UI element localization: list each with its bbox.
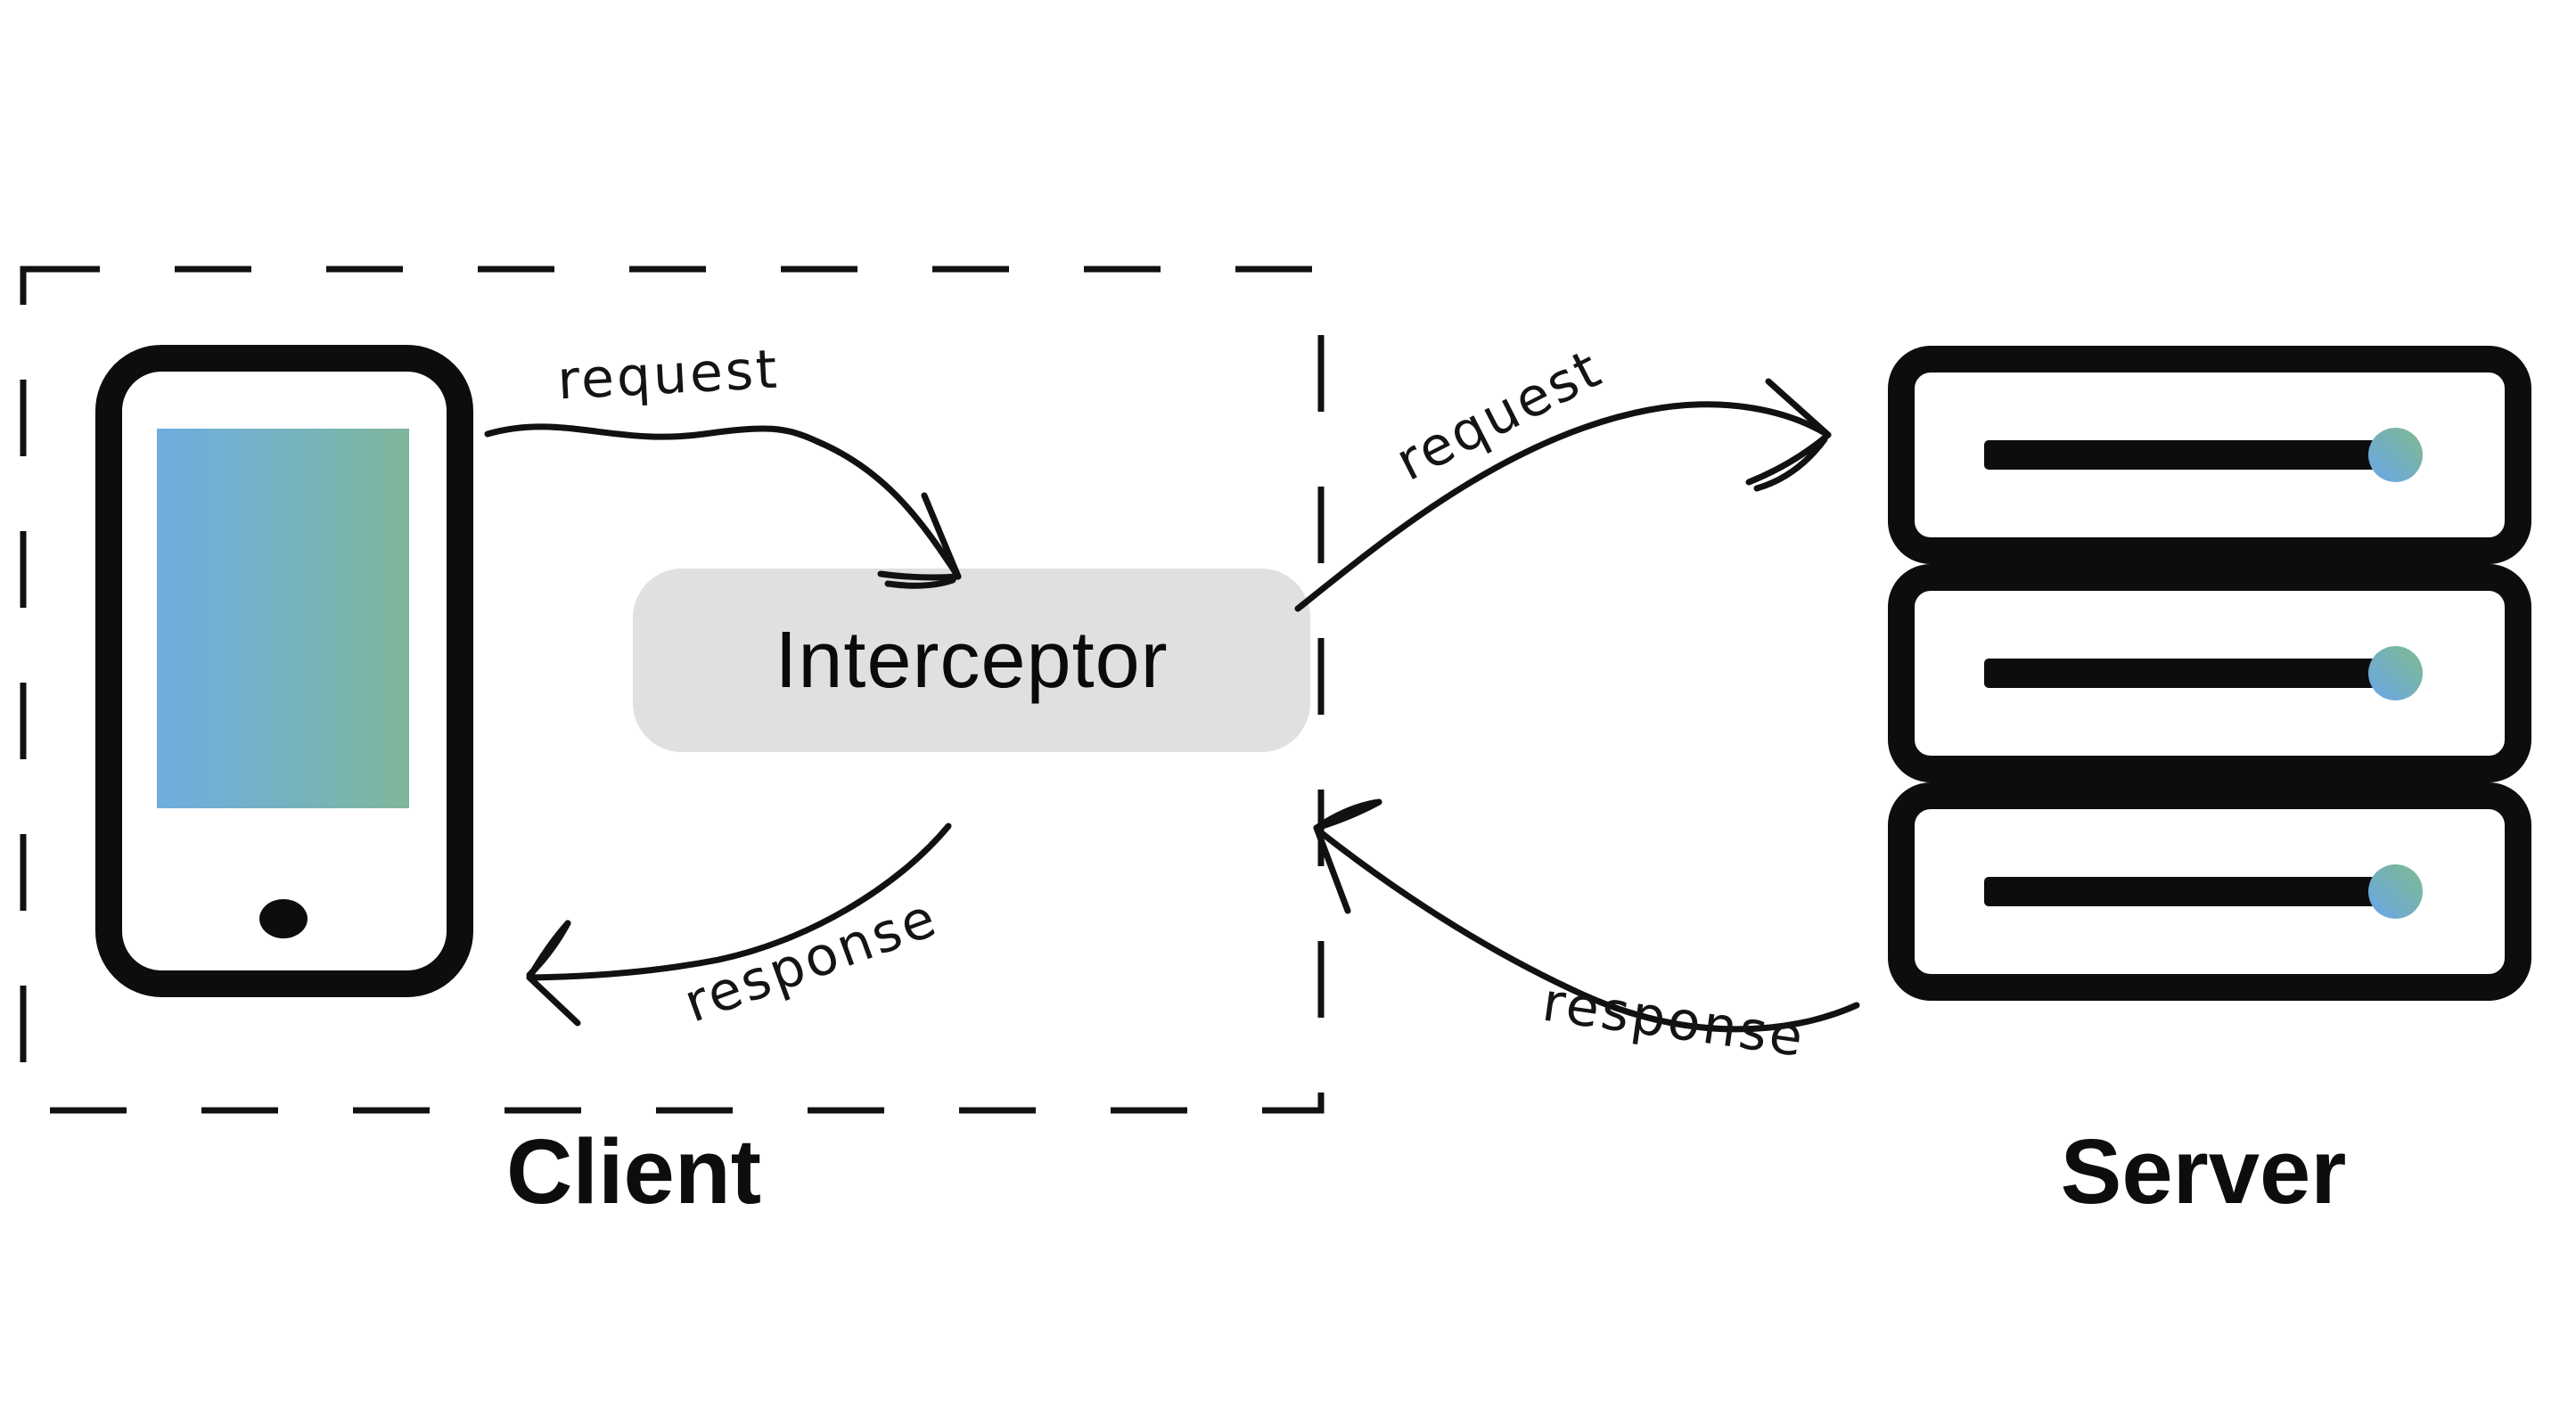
server-drive-bar: [1984, 659, 2376, 688]
client-phone-icon: [95, 345, 473, 997]
server-unit: [1888, 782, 2531, 1001]
server-drive-bar: [1984, 877, 2376, 906]
request-label-left: request: [555, 338, 782, 413]
response-label-right: response: [1538, 970, 1809, 1070]
server-icon: [1888, 346, 2531, 1001]
phone-screen: [157, 429, 409, 808]
server-led-icon: [2368, 428, 2423, 482]
interceptor-box: Interceptor: [633, 569, 1310, 752]
client-caption: Client: [505, 1120, 762, 1223]
server-drive-bar: [1984, 440, 2376, 470]
server-unit: [1888, 346, 2531, 564]
server-unit: [1888, 564, 2531, 782]
response-label-left: response: [676, 886, 947, 1036]
server-led-icon: [2368, 646, 2423, 700]
interceptor-label: Interceptor: [775, 615, 1169, 705]
arrow-request-client-to-interceptor: [484, 423, 962, 589]
server-caption: Server: [2060, 1120, 2347, 1223]
server-led-icon: [2368, 864, 2423, 919]
phone-home-button-icon: [259, 899, 308, 938]
request-label-right: request: [1386, 337, 1612, 494]
